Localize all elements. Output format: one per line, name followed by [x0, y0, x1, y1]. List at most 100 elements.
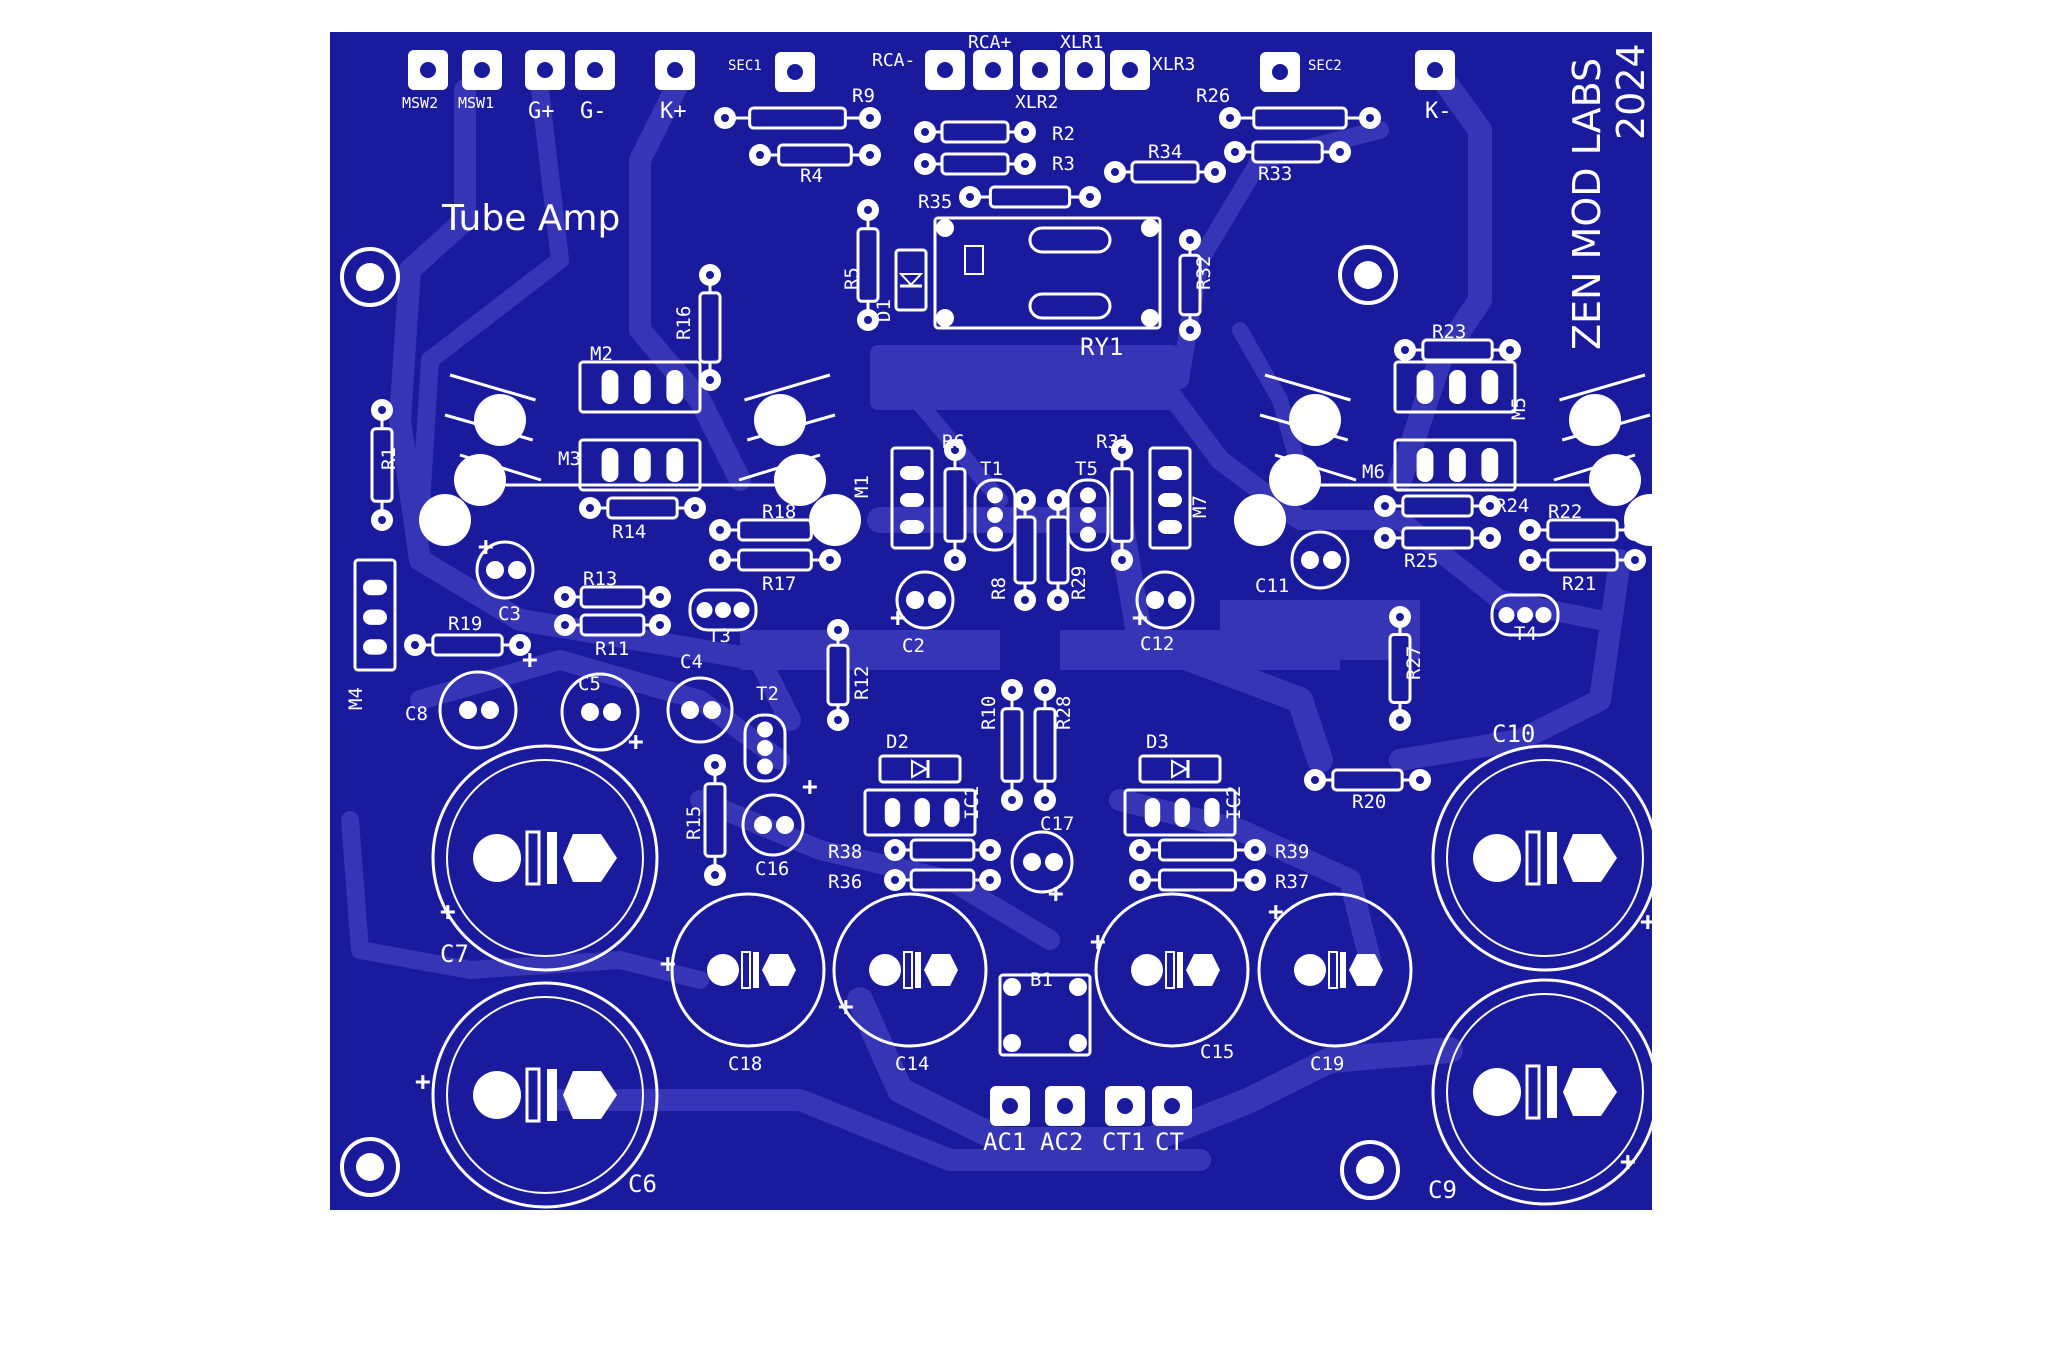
connector-label: CT1	[1102, 1128, 1145, 1156]
resistor-r32	[1178, 229, 1202, 341]
resistor-label: R16	[673, 306, 695, 340]
connector-msw2: MSW2	[402, 50, 448, 112]
part-label: M7	[1189, 495, 1211, 518]
connector-msw1: MSW1	[458, 50, 502, 112]
resistor-r11	[554, 613, 671, 637]
part-label: T4	[1514, 623, 1537, 645]
heatsink-right	[1234, 373, 1676, 546]
capacitor-c7	[431, 744, 659, 972]
connector-label: MSW2	[402, 94, 438, 112]
part-label: D1	[873, 299, 895, 322]
resistor-r24	[1374, 494, 1501, 518]
resistor-label: R22	[1548, 501, 1582, 523]
resistor-label: R17	[762, 573, 796, 595]
resistor-label: R32	[1193, 256, 1215, 290]
resistor-label: R29	[1068, 566, 1090, 600]
resistor-label: R15	[683, 806, 705, 840]
resistor-r18	[709, 518, 841, 542]
connector-sec2: SEC2	[1260, 52, 1342, 92]
part-d3	[1138, 754, 1222, 784]
resistor-label: R23	[1432, 321, 1466, 343]
capacitor-label: C8	[405, 703, 428, 725]
capacitor-c12	[1135, 570, 1195, 630]
connector-ac2: AC2	[1040, 1086, 1085, 1156]
capacitor-label: C6	[628, 1170, 657, 1198]
resistor-label: R13	[583, 568, 617, 590]
capacitor-c8	[438, 670, 518, 750]
resistor-r35	[959, 185, 1101, 209]
connector-xlr2: XLR2	[1015, 50, 1060, 113]
resistor-r2	[914, 120, 1036, 144]
resistor-label: R3	[1052, 153, 1075, 175]
capacitor-c3	[475, 540, 535, 600]
resistor-label: R20	[1352, 791, 1386, 813]
connector-label: RCA+	[968, 32, 1012, 53]
capacitor-c19	[1257, 892, 1413, 1048]
resistor-r6	[943, 439, 967, 571]
resistor-label: R28	[1053, 696, 1075, 730]
part-label: M6	[1362, 461, 1385, 483]
connector-label: G+	[528, 99, 555, 124]
resistor-r20	[1304, 768, 1431, 792]
resistor-label: R18	[762, 501, 796, 523]
part-m5	[1393, 360, 1517, 414]
resistor-label: R38	[828, 841, 862, 863]
resistor-r8	[1013, 489, 1037, 611]
part-label: IC2	[1223, 786, 1245, 820]
polarity-plus-mark: +	[1640, 907, 1656, 937]
part-d2	[878, 754, 962, 784]
resistor-r34	[1104, 160, 1226, 184]
resistor-r28	[1033, 679, 1057, 811]
part-label: M1	[851, 475, 873, 498]
connector-label: AC1	[983, 1128, 1026, 1156]
resistor-r26	[1219, 106, 1381, 130]
capacitor-label: C5	[578, 673, 601, 695]
resistor-r36	[884, 868, 1001, 892]
mounting-hole	[1340, 1140, 1400, 1200]
resistor-r17	[709, 548, 841, 572]
connector-gminus: G-	[575, 50, 615, 124]
connector-label: MSW1	[458, 94, 494, 112]
resistor-label: R4	[800, 165, 823, 187]
polarity-plus-mark: +	[1048, 879, 1064, 909]
resistor-label: R14	[612, 521, 646, 543]
part-ic2	[1123, 788, 1237, 837]
part-label: B1	[1030, 969, 1053, 991]
resistor-r3	[914, 152, 1036, 176]
resistor-label: R24	[1495, 495, 1529, 517]
resistor-label: R27	[1403, 646, 1425, 680]
part-label: RY1	[1080, 333, 1123, 361]
part-label: T3	[708, 625, 731, 647]
capacitor-label: C18	[728, 1053, 762, 1075]
part-m1	[890, 446, 934, 550]
resistor-r12	[826, 619, 850, 731]
part-label: T2	[756, 683, 779, 705]
connector-kminus: K-	[1415, 50, 1455, 124]
part-m3	[578, 438, 702, 492]
part-ry1	[933, 216, 1162, 330]
polarity-plus-mark: +	[522, 645, 538, 675]
capacitor-label: C2	[902, 635, 925, 657]
part-t3	[688, 588, 758, 632]
part-m4	[353, 558, 397, 672]
capacitor-label: C4	[680, 651, 703, 673]
part-m2	[578, 360, 702, 414]
polarity-plus-mark: +	[1090, 927, 1106, 957]
resistor-label: R37	[1275, 871, 1309, 893]
resistor-r29	[1046, 489, 1070, 611]
capacitor-label: C11	[1255, 575, 1289, 597]
polarity-plus-mark: +	[802, 772, 818, 802]
resistor-r10	[1000, 679, 1024, 811]
mounting-hole	[340, 1137, 400, 1197]
resistor-label: R34	[1148, 141, 1182, 163]
resistor-label: R6	[942, 431, 965, 453]
labels-layer: R1R2R3R4R5R6R8R9R10R11R12R13R14R15R16R17…	[345, 85, 1656, 1204]
part-label: IC1	[961, 786, 983, 820]
capacitor-c6	[431, 981, 659, 1209]
board-title: Tube Amp	[441, 198, 620, 239]
part-label: M2	[590, 343, 613, 365]
connector-xlr3: XLR3	[1110, 50, 1195, 90]
polarity-plus-mark: +	[1268, 897, 1284, 927]
